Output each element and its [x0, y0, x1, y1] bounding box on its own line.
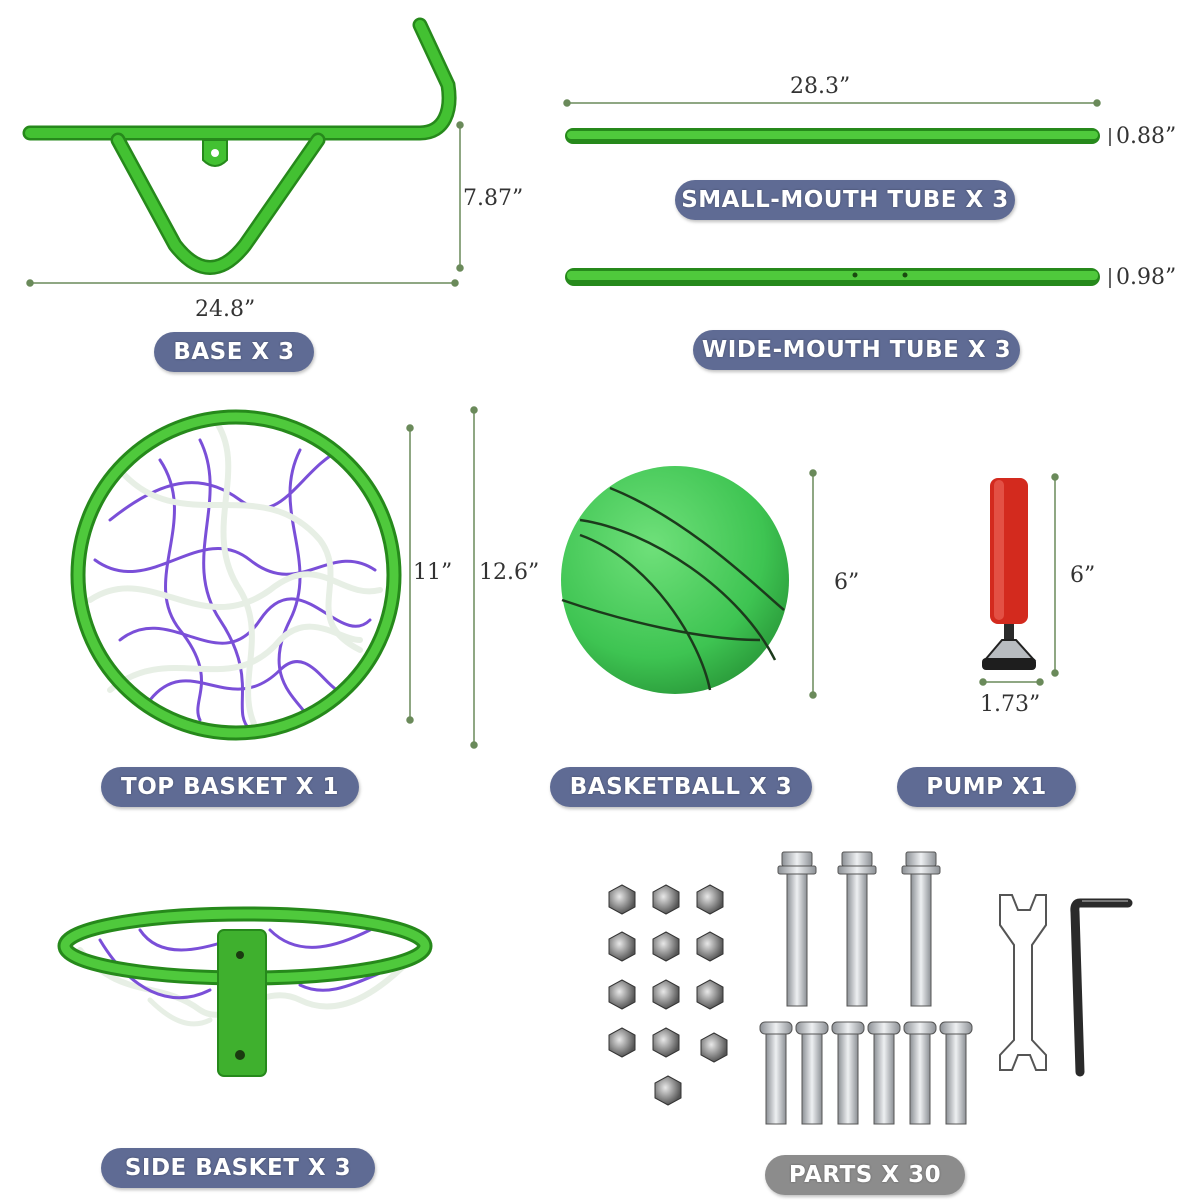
parts-wrench: [999, 894, 1047, 1071]
parts-label: PARTS X 30: [765, 1155, 965, 1195]
base-frame: [22, 17, 457, 275]
pump-width-dimension: 1.73”: [980, 692, 1041, 717]
base-height-dimension: 7.87”: [463, 186, 524, 211]
small-tube-diameter-dimension: 0.88”: [1116, 124, 1177, 149]
base-width-dimension: 24.8”: [195, 297, 256, 322]
wide-mouth-tube-label: WIDE-MOUTH TUBE X 3: [693, 330, 1020, 370]
wide-mouth-tube: [565, 268, 1111, 288]
ball-diameter-dimension: 6”: [834, 570, 860, 595]
basketball-label: BASKETBALL X 3: [550, 767, 812, 807]
basket-outer-dimension: 12.6”: [479, 560, 540, 585]
tube-dimension-line: [563, 99, 1101, 107]
small-mouth-tube-label: SMALL-MOUTH TUBE X 3: [675, 180, 1015, 220]
basket-inner-dimension: 11”: [413, 560, 453, 585]
parts-screws: [759, 1021, 973, 1125]
pump-dimension-lines: [979, 473, 1059, 686]
pump-label: PUMP X1: [897, 767, 1076, 807]
base-label: BASE X 3: [154, 332, 314, 372]
basketball-dimension-line: [809, 469, 817, 699]
top-basket-label: TOP BASKET X 1: [101, 767, 359, 807]
tube-length-dimension: 28.3”: [790, 74, 851, 99]
basketball: [561, 466, 789, 694]
pump: [982, 478, 1037, 670]
parts-nuts: [608, 884, 728, 1106]
pump-height-dimension: 6”: [1070, 563, 1096, 588]
small-mouth-tube: [565, 128, 1111, 146]
side-basket: [57, 906, 433, 1077]
top-basket: [70, 409, 402, 741]
wide-tube-diameter-dimension: 0.98”: [1116, 265, 1177, 290]
parts-anchor-bolts: [777, 851, 941, 1007]
top-basket-dimension-lines: [406, 406, 478, 749]
base-dimension-lines: [26, 121, 464, 287]
parts-hex-key: [1070, 898, 1133, 1077]
side-basket-label: SIDE BASKET X 3: [101, 1148, 375, 1188]
